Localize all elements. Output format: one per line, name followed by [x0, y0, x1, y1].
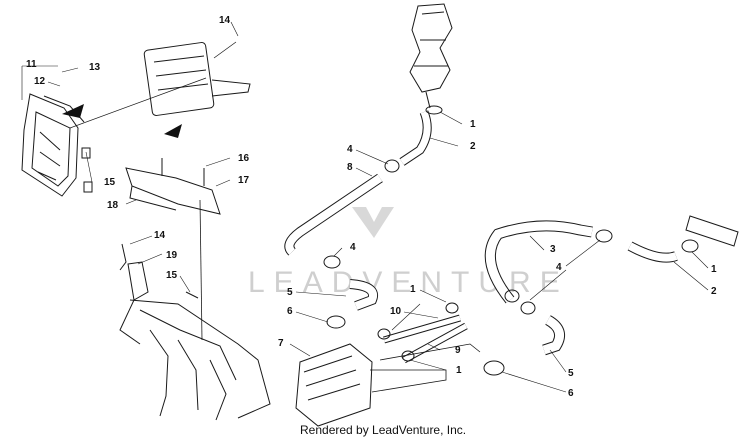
callout-6: 6 [287, 306, 293, 317]
callout-16: 16 [238, 153, 250, 164]
callout-4: 4 [347, 144, 353, 155]
callout-4b: 4 [350, 242, 356, 253]
direction-arrow [62, 104, 84, 118]
leader-lines [21, 21, 709, 393]
frame-section [119, 243, 271, 421]
thermostat-housing [409, 3, 453, 109]
direction-arrow [164, 124, 182, 138]
callout-2b: 2 [711, 286, 717, 297]
callout-14: 14 [219, 15, 231, 26]
callout-1b: 1 [410, 284, 416, 295]
watermark-logo [352, 207, 394, 238]
callout-15b: 15 [166, 270, 178, 281]
mounting-bracket [21, 93, 93, 197]
callout-13: 13 [89, 62, 101, 73]
callout-2: 2 [470, 141, 476, 152]
callout-1c: 1 [456, 365, 462, 376]
callout-6b: 6 [568, 388, 574, 399]
callout-18: 18 [107, 200, 119, 211]
watermark-text: LEADVENTURE [248, 266, 569, 299]
callout-1: 1 [470, 119, 476, 130]
callout-17: 17 [238, 175, 250, 186]
callout-15: 15 [104, 177, 116, 188]
callout-7: 7 [278, 338, 284, 349]
plate-bracket [125, 158, 221, 215]
callout-5b: 5 [568, 368, 574, 379]
callout-12: 12 [34, 76, 46, 87]
callout-5: 5 [287, 287, 293, 298]
oil-cooler-bottom [295, 343, 373, 427]
callout-14b: 14 [154, 230, 166, 241]
callout-3: 3 [550, 244, 556, 255]
callout-labels: 14 11 13 12 15 18 16 17 14 19 15 1 2 4 8… [26, 15, 717, 399]
callout-10: 10 [390, 306, 402, 317]
callout-8: 8 [347, 162, 353, 173]
watermark: LEADVENTURE [248, 207, 569, 299]
callout-1d: 1 [711, 264, 717, 275]
callout-4c: 4 [556, 262, 562, 273]
oil-cooler-top [143, 42, 251, 116]
callout-19: 19 [166, 250, 178, 261]
callout-11: 11 [26, 59, 37, 70]
footer-credit: Rendered by LeadVenture, Inc. [300, 423, 466, 437]
hose-clamps [323, 105, 699, 376]
callout-9: 9 [455, 345, 461, 356]
diagram-lines [21, 3, 739, 427]
